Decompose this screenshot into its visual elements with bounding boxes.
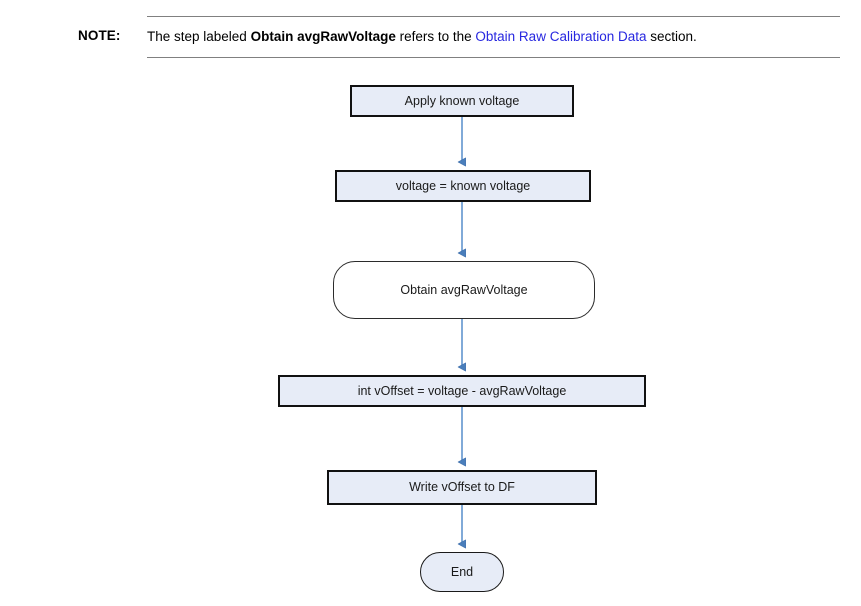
note-link-obtain-raw-calibration-data[interactable]: Obtain Raw Calibration Data xyxy=(475,29,647,44)
note-text-before: The step labeled xyxy=(147,29,251,44)
flow-node-end[interactable]: End xyxy=(420,552,504,592)
note-top-divider xyxy=(147,16,840,17)
flow-node-voffset-calc[interactable]: int vOffset = voltage - avgRawVoltage xyxy=(278,375,646,407)
flow-node-obtain-avg-raw-voltage[interactable]: Obtain avgRawVoltage xyxy=(333,261,595,319)
note-text: The step labeled Obtain avgRawVoltage re… xyxy=(147,28,697,46)
note-label: NOTE: xyxy=(78,28,121,43)
note-text-bold: Obtain avgRawVoltage xyxy=(250,29,396,44)
flow-node-voltage-assign[interactable]: voltage = known voltage xyxy=(335,170,591,202)
flow-node-write-voffset-to-df[interactable]: Write vOffset to DF xyxy=(327,470,597,505)
flow-node-label: int vOffset = voltage - avgRawVoltage xyxy=(357,383,567,398)
note-bottom-divider xyxy=(147,57,840,58)
note-callout: NOTE: The step labeled Obtain avgRawVolt… xyxy=(0,0,861,70)
flow-node-label: End xyxy=(450,564,474,579)
note-text-middle: refers to the xyxy=(395,29,476,44)
flow-node-label: voltage = known voltage xyxy=(395,178,531,193)
flow-node-apply-known-voltage[interactable]: Apply known voltage xyxy=(350,85,574,117)
flow-node-label: Obtain avgRawVoltage xyxy=(400,282,528,297)
note-text-after: section. xyxy=(646,29,697,44)
flow-node-label: Write vOffset to DF xyxy=(409,480,515,494)
flow-node-label: Apply known voltage xyxy=(404,93,520,108)
